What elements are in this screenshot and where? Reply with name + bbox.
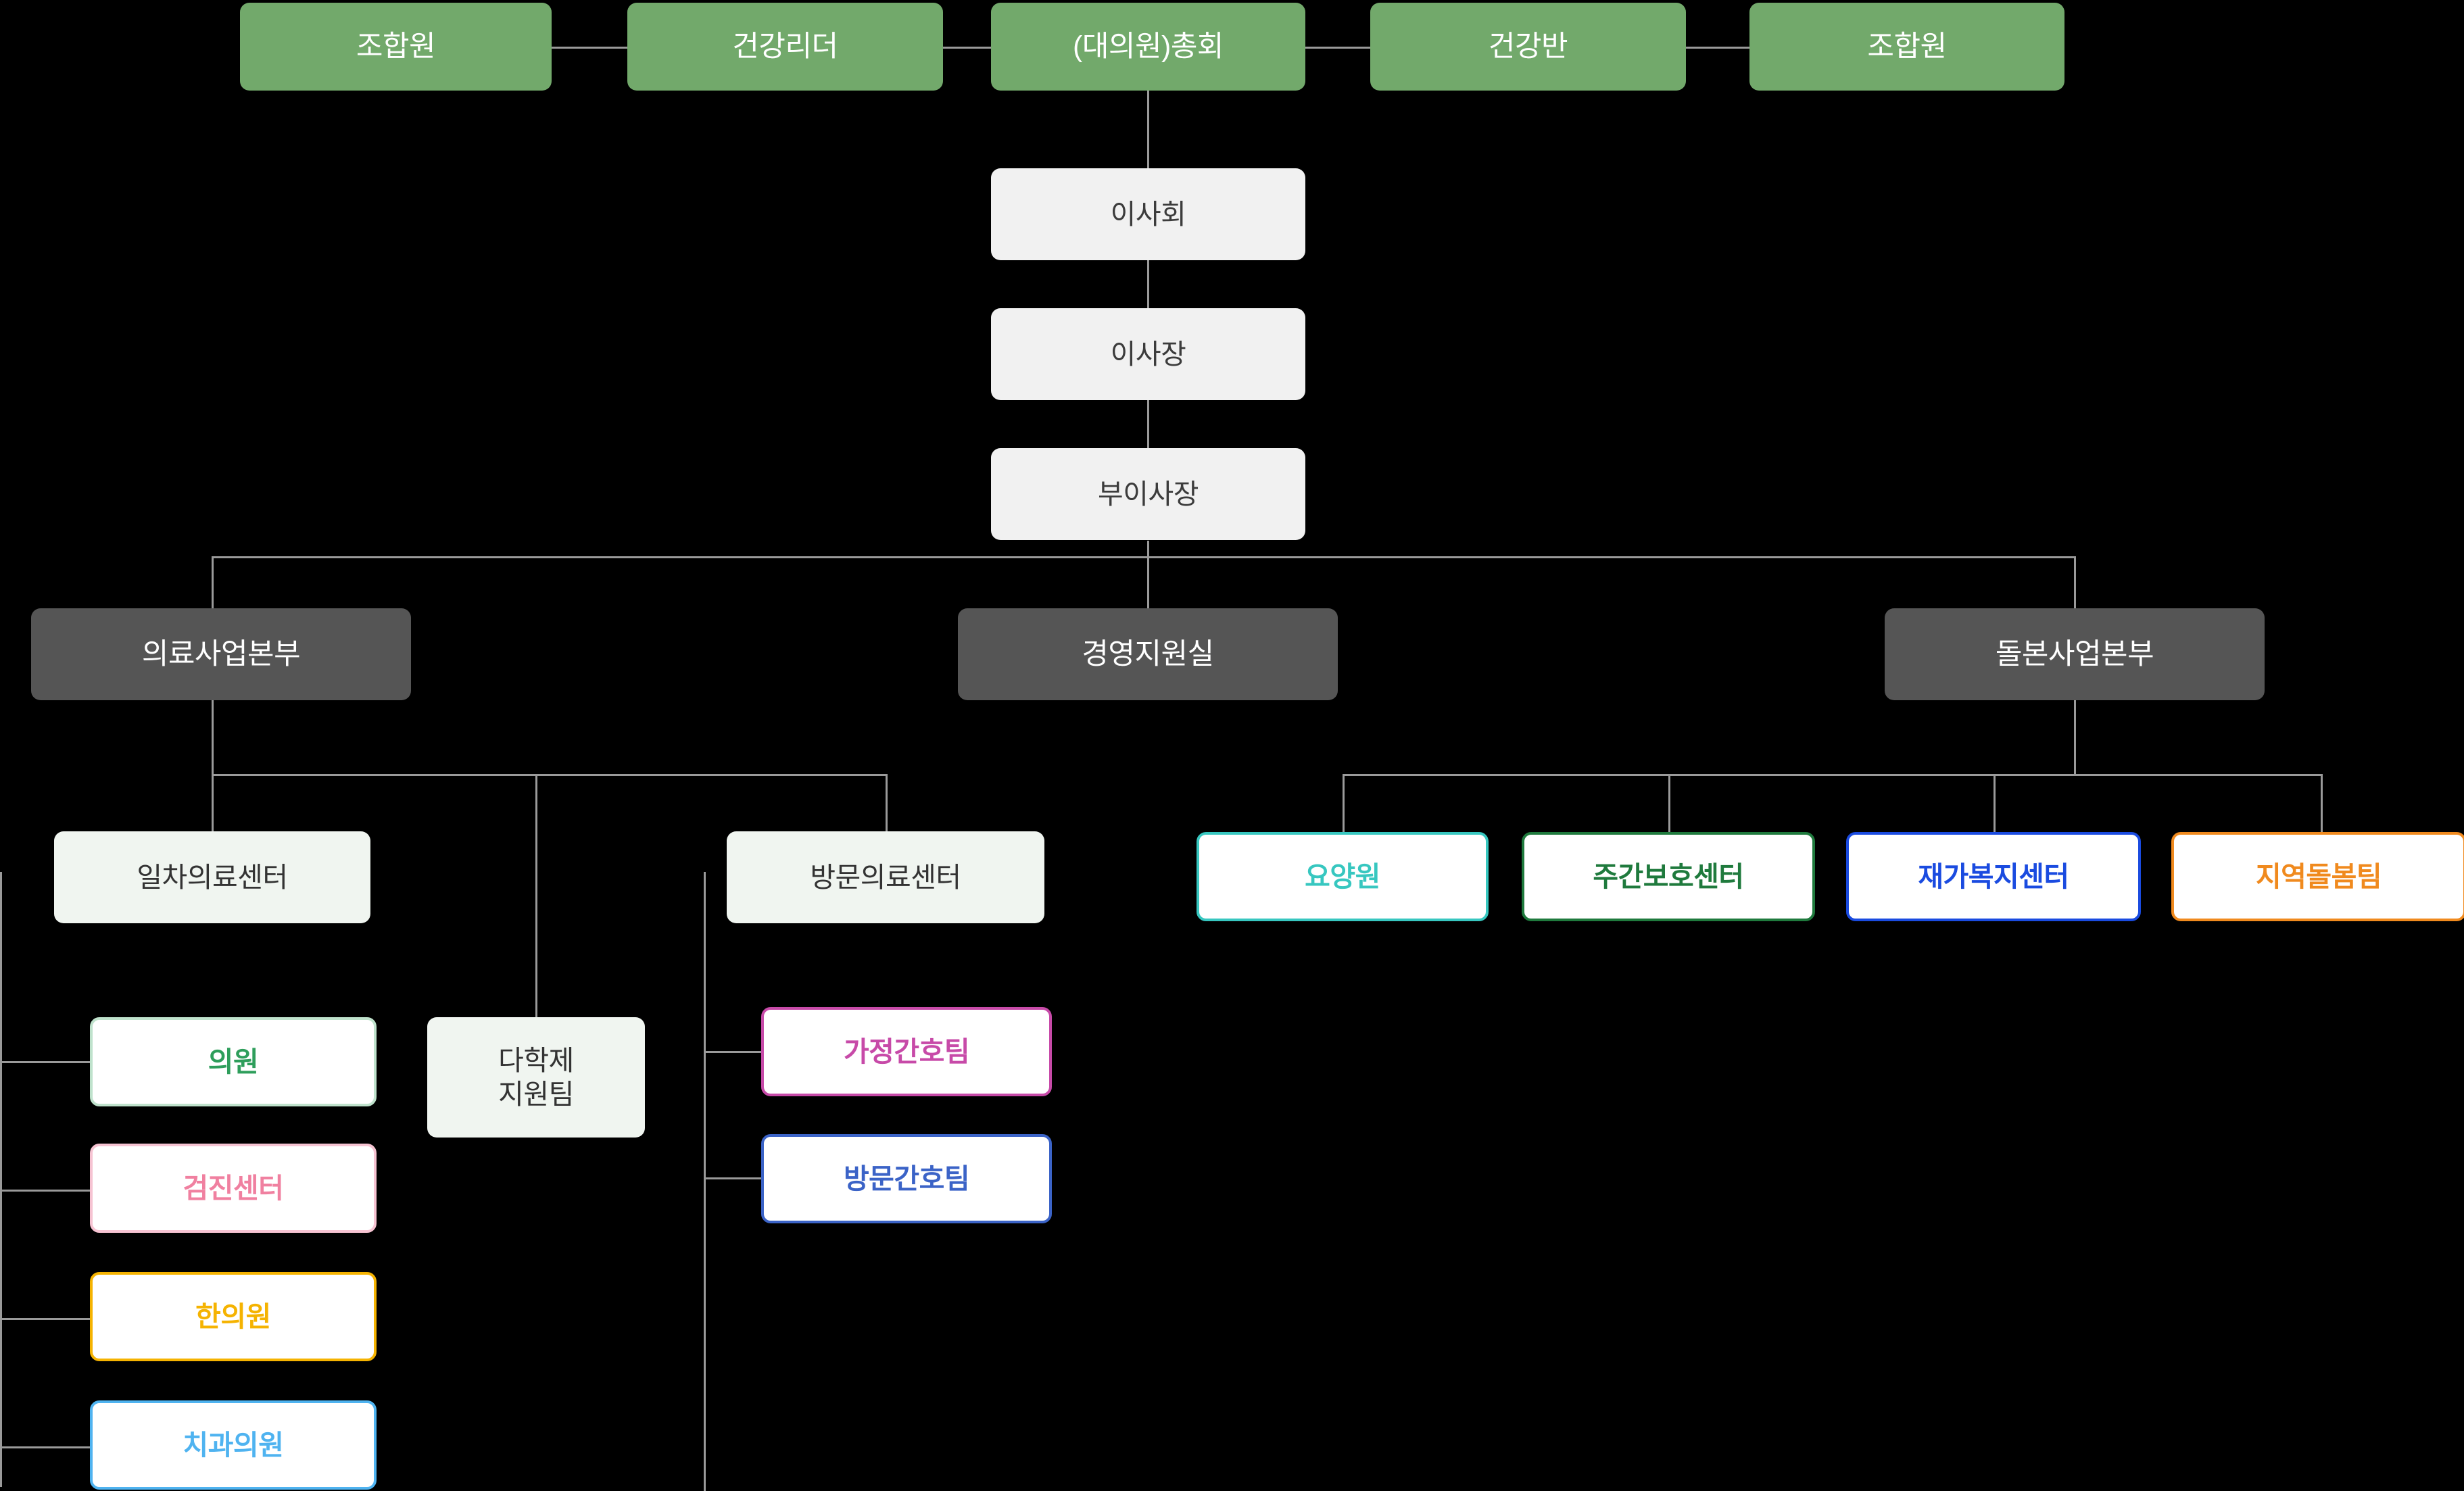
connector-visiting-care-trunk: [704, 872, 706, 1491]
node-vice-chairperson[interactable]: 부이사장: [991, 448, 1305, 540]
connector-medical-centers-bus: [212, 774, 888, 776]
node-chairperson[interactable]: 이사장: [991, 308, 1305, 400]
connector-bus-to-community-care-team: [2321, 774, 2323, 832]
node-dental-clinic[interactable]: 치과의원: [90, 1400, 377, 1490]
connector-bus-to-care-division: [2074, 556, 2076, 609]
node-nursing-home[interactable]: 요양원: [1197, 832, 1489, 921]
connector-bus-to-admin-division: [1147, 556, 1149, 609]
node-admin-division[interactable]: 경영지원실: [958, 608, 1338, 700]
connector-primary-care-to-screening-center: [0, 1190, 90, 1192]
connector-care-division-drop: [2074, 700, 2076, 776]
connector-primary-care-to-korean-med-clinic: [0, 1318, 90, 1320]
node-home-welfare-center[interactable]: 재가복지센터: [1846, 832, 2141, 921]
connector-bus-to-primary-care-center: [212, 774, 214, 832]
node-day-care-center[interactable]: 주간보호센터: [1522, 832, 1815, 921]
connector-care-leaves-bus: [1343, 774, 2323, 776]
connector-health-group-to-member-right: [1686, 47, 1749, 49]
connector-bus-to-day-care-center: [1668, 774, 1670, 832]
connector-primary-care-trunk: [0, 872, 2, 1487]
connector-visiting-care-to-home-nursing-team: [704, 1051, 763, 1053]
node-clinic[interactable]: 의원: [90, 1017, 377, 1106]
connector-bus-to-home-welfare-center: [1994, 774, 1996, 832]
node-member-right[interactable]: 조합원: [1749, 3, 2064, 91]
connector-general-meeting-to-health-group: [1305, 47, 1371, 49]
node-medical-division[interactable]: 의료사업본부: [31, 608, 411, 700]
node-multidisciplinary-support-team[interactable]: 다학제 지원팀: [427, 1017, 645, 1138]
node-home-nursing-team[interactable]: 가정간호팀: [761, 1007, 1052, 1096]
node-board-of-directors[interactable]: 이사회: [991, 168, 1305, 260]
node-visiting-care-center[interactable]: 방문의료센터: [727, 831, 1044, 923]
connector-primary-care-to-clinic: [0, 1061, 90, 1063]
connector-member-left-to-health-leader: [550, 47, 627, 49]
node-visiting-nursing-team[interactable]: 방문간호팀: [761, 1134, 1052, 1223]
connector-primary-care-to-dental-clinic: [0, 1446, 90, 1448]
connector-bus-to-medical-division: [212, 556, 214, 609]
connector-bus-to-nursing-home: [1343, 774, 1345, 832]
node-screening-center[interactable]: 검진센터: [90, 1144, 377, 1233]
node-care-division[interactable]: 돌본사업본부: [1885, 608, 2265, 700]
connector-divisions-bus: [212, 556, 2076, 558]
connector-board-to-chairperson: [1147, 260, 1149, 335]
connector-health-leader-to-general-meeting: [942, 47, 991, 49]
connector-visiting-care-to-visiting-nursing-team: [704, 1177, 763, 1179]
connector-chairperson-to-vice-chairperson: [1147, 400, 1149, 478]
connector-medical-division-drop: [212, 700, 214, 776]
node-primary-care-center[interactable]: 일차의료센터: [54, 831, 370, 923]
connector-bus-to-visiting-care-center: [886, 774, 888, 832]
node-health-group[interactable]: 건강반: [1370, 3, 1686, 91]
connector-bus-to-multidisciplinary-team: [535, 774, 537, 1020]
node-community-care-team[interactable]: 지역돌봄팀: [2171, 832, 2464, 921]
node-general-meeting[interactable]: (대의원)총회: [991, 3, 1305, 91]
connector-general-meeting-to-board: [1147, 88, 1149, 169]
node-health-leader[interactable]: 건강리더: [627, 3, 943, 91]
node-member-left[interactable]: 조합원: [240, 3, 552, 91]
node-korean-med-clinic[interactable]: 한의원: [90, 1272, 377, 1361]
